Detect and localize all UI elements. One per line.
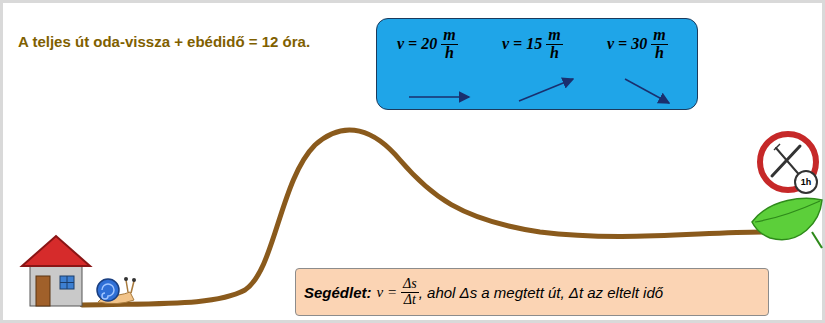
unit-fraction: mh <box>441 27 457 62</box>
unit-numerator: m <box>546 27 562 45</box>
direction-arrow <box>409 96 469 98</box>
unit-denominator: h <box>548 45 561 62</box>
unit-fraction: mh <box>546 27 562 62</box>
velocity-formula: v = 30mh <box>607 27 668 62</box>
velocity-formula: v = 20mh <box>397 27 458 62</box>
velocity-value: v = 30 <box>607 35 647 53</box>
unit-denominator: h <box>653 45 666 62</box>
heading: A teljes út oda-vissza + ebédidő = 12 ór… <box>18 33 310 50</box>
lunch-clock-icon <box>760 134 817 193</box>
leaf-icon <box>752 198 822 248</box>
help-heading: Segédlet: <box>304 284 372 301</box>
direction-arrow <box>519 79 573 101</box>
house-icon <box>22 236 90 306</box>
unit-numerator: m <box>651 27 667 45</box>
velocity-formula: v = 15mh <box>502 27 563 62</box>
formula-numerator: Δs <box>401 277 419 293</box>
direction-arrow <box>625 79 669 103</box>
velocity-value: v = 20 <box>397 35 437 53</box>
help-box: Segédlet: v =ΔsΔt, ahol Δs a megtett út, … <box>295 268 769 316</box>
formula-fraction: ΔsΔt <box>401 277 419 307</box>
duration-badge: 1h <box>801 177 812 187</box>
unit-numerator: m <box>441 27 457 45</box>
formula-denominator: Δt <box>402 293 418 308</box>
help-body: , ahol Δs a megtett út, Δt az eltelt idő <box>419 284 663 301</box>
velocity-value: v = 15 <box>502 35 542 53</box>
velocity-box: v = 20mhv = 15mhv = 30mh <box>376 18 698 110</box>
unit-denominator: h <box>443 45 456 62</box>
snail-icon <box>97 277 136 304</box>
formula-lhs: v = <box>377 284 398 301</box>
unit-fraction: mh <box>651 27 667 62</box>
